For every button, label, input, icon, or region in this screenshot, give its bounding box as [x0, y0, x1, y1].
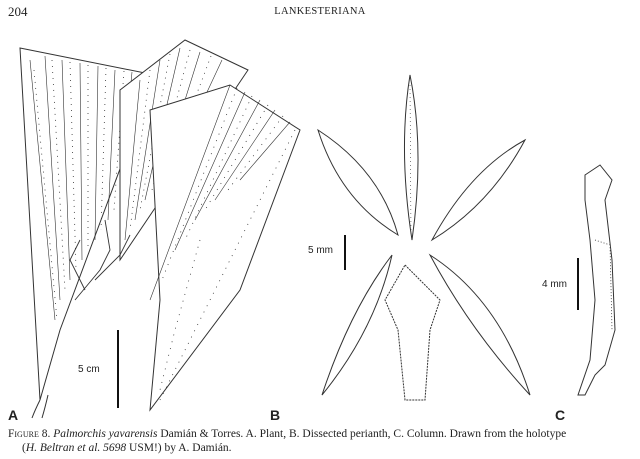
scale-label-c: 4 mm	[542, 279, 567, 290]
figure-caption: Figure 8. Palmorchis yavarensis Damián &…	[8, 427, 636, 455]
collector: H. Beltran et al. 5698	[25, 442, 127, 454]
species-name: Palmorchis yavarensis	[53, 428, 158, 440]
column-drawing	[577, 164, 616, 396]
figure-label: Figure 8.	[8, 428, 51, 440]
caption-text-2: USM!) by A. Damián.	[126, 442, 232, 454]
page-number: 204	[8, 4, 28, 19]
scale-label-b: 5 mm	[308, 245, 333, 256]
perianth-drawing	[317, 74, 531, 401]
scale-label-a: 5 cm	[78, 364, 100, 375]
panel-label-a: A	[8, 407, 19, 423]
caption-text: Damián & Torres. A. Plant, B. Dissected …	[157, 428, 567, 440]
paren: (	[22, 442, 26, 454]
plant-drawing	[19, 39, 301, 419]
panel-label-b: B	[270, 407, 281, 423]
panel-label-c: C	[555, 407, 566, 423]
journal-header: LANKESTERIANA	[274, 6, 366, 17]
